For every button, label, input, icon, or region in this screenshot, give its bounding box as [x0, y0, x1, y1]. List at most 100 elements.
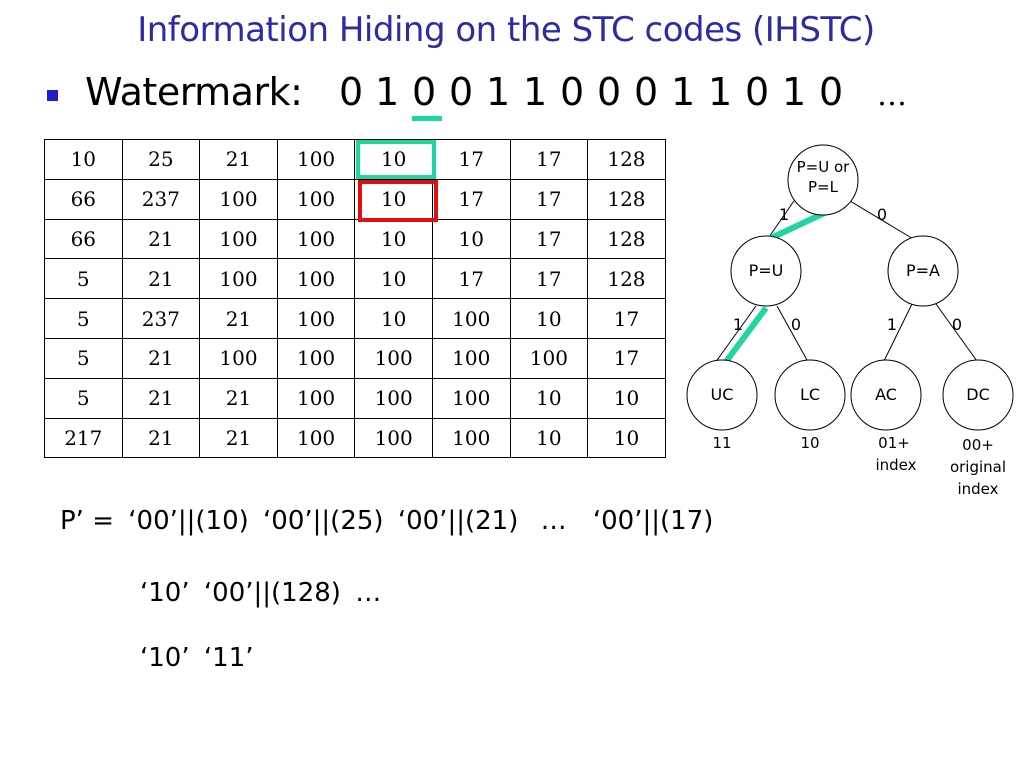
table-cell: 17: [431, 139, 511, 180]
tree-leaf-uc: [686, 359, 758, 431]
table-cell: 10: [431, 218, 511, 260]
table-cell: 100: [276, 258, 356, 300]
edge-label: 1: [887, 315, 897, 334]
table-cell: 17: [509, 178, 589, 220]
current-bit-marker: [412, 116, 442, 121]
table-cell: 66: [44, 178, 123, 220]
table-cell: 17: [509, 139, 589, 180]
table-cell: 237: [121, 178, 201, 220]
table-cell: 5: [44, 298, 123, 339]
node-label: P=U: [749, 261, 784, 280]
equation-line-2: ‘10’ ‘00’||(128) …: [140, 578, 387, 608]
tree-root-node: [787, 144, 859, 216]
leaf-code-note: index: [875, 456, 916, 474]
edge-label: 1: [733, 315, 743, 334]
watermark-bit: 0: [449, 70, 474, 114]
edge-label: 0: [791, 315, 801, 334]
table-cell: 5: [44, 258, 123, 300]
table-cell: 17: [509, 218, 589, 260]
watermark-bit: 1: [671, 70, 696, 114]
tree-edge: [883, 303, 913, 362]
table-cell: 128: [587, 218, 666, 260]
table-cell: 128: [587, 139, 666, 180]
watermark-bit: 1: [782, 70, 807, 114]
leaf-code: 01+: [878, 434, 910, 452]
leaf-label: LC: [800, 385, 820, 404]
table-cell: 100: [199, 258, 278, 300]
branch-path-highlight: [722, 306, 769, 365]
watermark-bit: 0: [412, 70, 437, 114]
table-cell: 21: [199, 298, 278, 339]
table-cell: 5: [44, 337, 123, 379]
table-cell: 217: [44, 417, 123, 459]
leaf-label: UC: [711, 385, 734, 404]
table-cell: 10: [354, 258, 433, 300]
leaf-label: AC: [875, 385, 897, 404]
table-cell: 10: [354, 298, 433, 339]
table-cell: 10: [509, 377, 589, 419]
table-cell: 100: [354, 337, 433, 379]
tree-edge: [839, 194, 921, 244]
watermark-bit: 0: [560, 70, 585, 114]
current-cell-highlight: [356, 140, 436, 179]
tree-edge: [714, 305, 757, 364]
table-cell: 100: [354, 417, 433, 459]
table-cell: 21: [121, 218, 201, 260]
tree-leaf-dc: [942, 359, 1014, 431]
table-cell: 128: [587, 178, 666, 220]
table-cell: 100: [199, 337, 278, 379]
table-cell: 10: [587, 377, 666, 419]
table-cell: 100: [276, 178, 356, 220]
watermark-bit: 1: [708, 70, 733, 114]
leaf-code: 00+: [962, 436, 994, 454]
coding-tree-diagram: P=U or P=L 1 0 P=U P=A 1 0 1 0 UC LC AC …: [686, 144, 1014, 498]
node-label: P=A: [906, 261, 940, 280]
page-title: Information Hiding on the STC codes (IHS…: [137, 10, 875, 50]
table-cell: 10: [44, 139, 123, 180]
table-cell: 100: [199, 178, 278, 220]
equation-term: ‘10’: [140, 578, 190, 608]
table-cell: 10: [354, 218, 433, 260]
equation-term: P’ =: [60, 506, 114, 536]
equation-line-3: ‘10’ ‘11’: [140, 643, 260, 673]
tree-leaf-lc: [774, 359, 846, 431]
table-cell: 237: [121, 298, 201, 339]
tree-node-pa: [887, 235, 959, 307]
equation-line-1: P’ = ‘00’||(10) ‘00’||(25) ‘00’||(21) … …: [60, 506, 719, 536]
table-cell: 10: [354, 178, 433, 220]
table-cell: 100: [431, 377, 511, 419]
table-cell: 21: [199, 377, 278, 419]
table-cell: 100: [276, 417, 356, 459]
table-cell: 21: [121, 417, 201, 459]
table-cell: 21: [199, 417, 278, 459]
watermark-ellipsis: …: [877, 78, 907, 113]
table-cell: 17: [509, 258, 589, 300]
leaf-code-note: original: [950, 458, 1006, 476]
equation-term: ‘00’||(17): [592, 506, 714, 536]
table-cell: 100: [276, 337, 356, 379]
table-cell: 100: [431, 417, 511, 459]
table-cell: 100: [354, 377, 433, 419]
watermark-bit: 0: [634, 70, 659, 114]
table-cell: 100: [431, 298, 511, 339]
root-label-line1: P=U or: [797, 158, 851, 176]
table-cell: 21: [199, 139, 278, 180]
table-cell: 17: [587, 337, 666, 379]
edge-label: 0: [877, 205, 887, 224]
table-cell: 100: [276, 218, 356, 260]
edge-label: 0: [952, 315, 962, 334]
equation-term: ‘00’||(128): [203, 578, 341, 608]
tree-leaf-ac: [850, 359, 922, 431]
watermark-bit: 1: [523, 70, 548, 114]
table-cell: 17: [431, 178, 511, 220]
table-cell: 100: [509, 337, 589, 379]
leaf-code: 10: [800, 434, 819, 452]
table-cell: 10: [354, 139, 433, 180]
compared-cell-highlight: [358, 180, 438, 222]
